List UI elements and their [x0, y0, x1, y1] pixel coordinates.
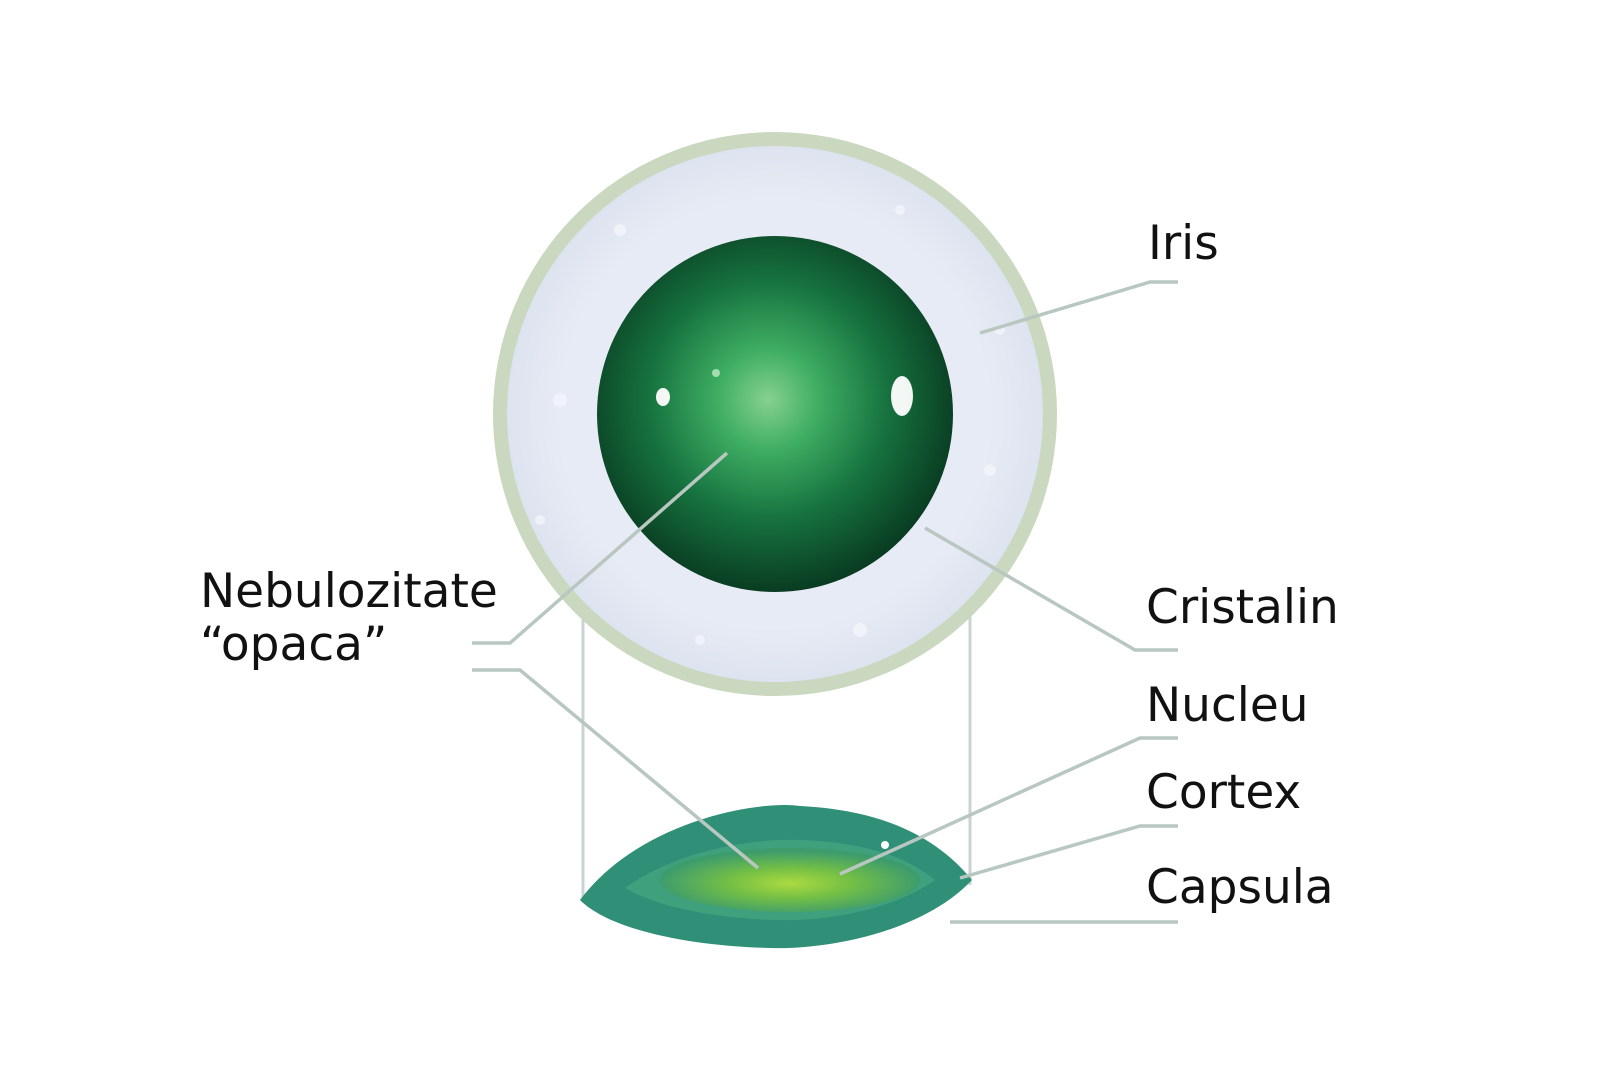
highlight-left — [656, 388, 670, 406]
leader-nebulo-top — [472, 451, 729, 645]
label-nebulozitate: Nebulozitate “opaca” — [200, 564, 498, 672]
leader-nebulo-bottom — [472, 668, 760, 870]
label-nebulozitate-line2: “opaca” — [200, 616, 388, 672]
label-cristalin: Cristalin — [1146, 580, 1339, 635]
leader-iris — [979, 280, 1178, 335]
leader-cristalin — [924, 526, 1178, 652]
leader-lines — [472, 280, 1178, 924]
leader-nucleu — [839, 736, 1178, 876]
lens-side-nucleu — [660, 848, 920, 912]
highlight-right — [891, 376, 913, 416]
lens-front-view — [597, 236, 953, 592]
label-nucleu: Nucleu — [1146, 678, 1309, 733]
label-nebulozitate-line1: Nebulozitate — [200, 564, 498, 619]
label-capsula: Capsula — [1146, 860, 1334, 915]
leader-cortex — [959, 824, 1178, 880]
label-cortex: Cortex — [1146, 765, 1302, 820]
label-iris: Iris — [1148, 216, 1219, 271]
